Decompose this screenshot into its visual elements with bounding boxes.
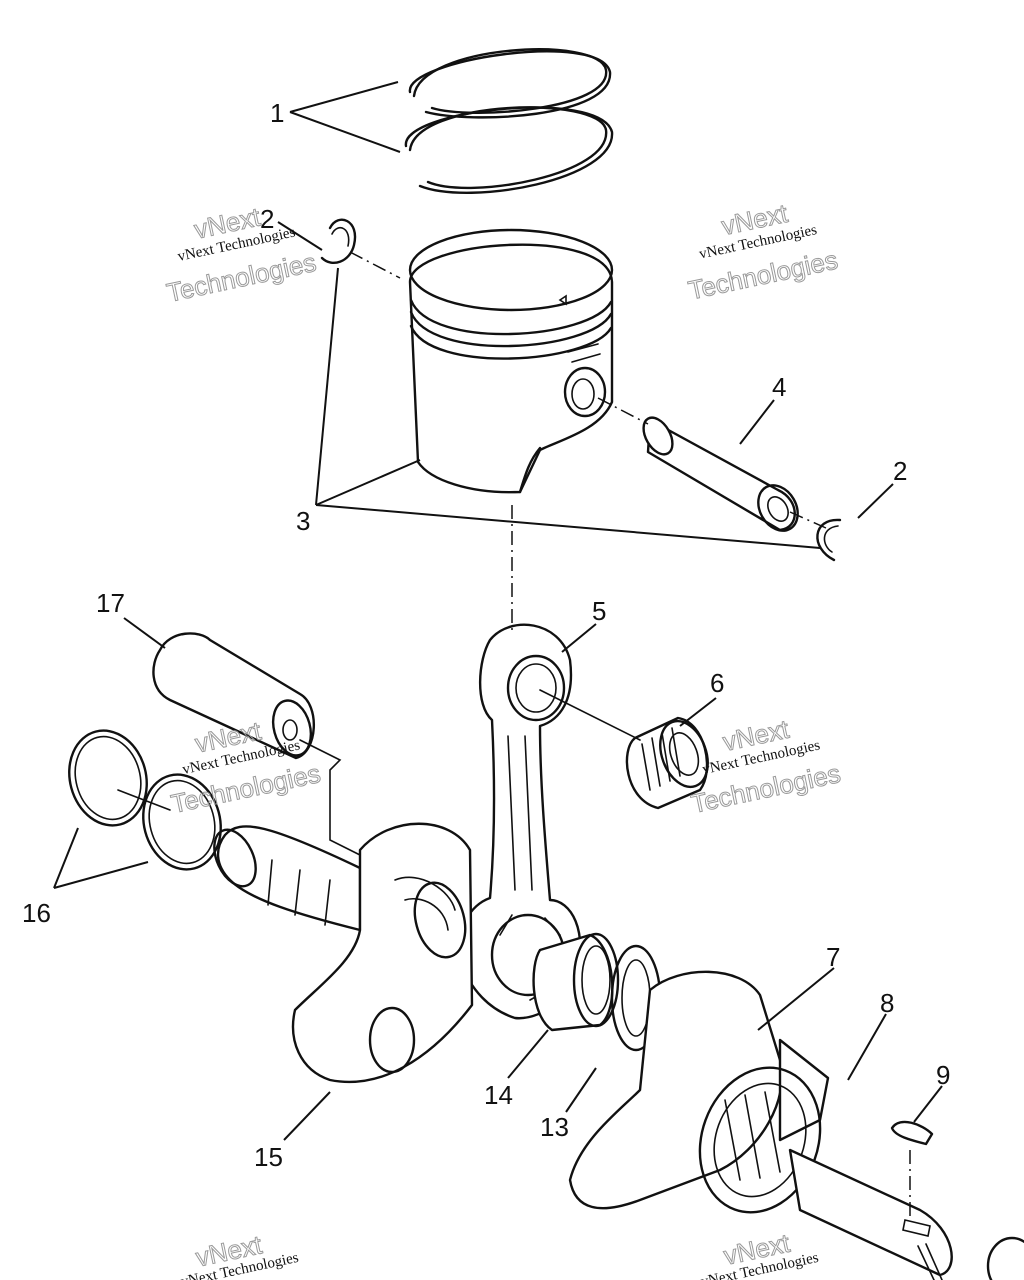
callout-6: 6 (710, 668, 724, 698)
leader-lines (53, 81, 943, 1141)
callout-13: 13 (540, 1112, 569, 1142)
callout-14: 14 (484, 1080, 513, 1110)
callout-1: 1 (270, 98, 284, 128)
watermark-mid-right: vNext vNext Technologies Technologies (688, 713, 844, 819)
callout-7: 7 (826, 942, 840, 972)
centerlines (117, 251, 911, 1220)
crankshaft-left (213, 822, 474, 1084)
piston-rings (404, 48, 614, 194)
callout-16: 16 (22, 898, 51, 928)
callout-8: 8 (880, 988, 894, 1018)
o-rings (68, 729, 222, 871)
crank-pin (152, 632, 315, 760)
needle-bearing (625, 716, 709, 810)
crankshaft-right (568, 970, 953, 1280)
washer-edge (986, 1236, 1024, 1280)
callout-3: 3 (296, 506, 310, 536)
callout-2-left: 2 (260, 204, 274, 234)
circlip-right (816, 518, 842, 562)
callout-2-right: 2 (893, 456, 907, 486)
callout-4: 4 (772, 372, 786, 402)
callout-17: 17 (96, 588, 125, 618)
watermark-bottom-left: vNext vNext Technologies (179, 1229, 300, 1280)
callout-15: 15 (254, 1142, 283, 1172)
callout-9: 9 (936, 1060, 950, 1090)
wrist-pin (642, 416, 799, 532)
watermark-top-left: vNext vNext Technologies Technologies (164, 201, 320, 308)
callout-5: 5 (592, 596, 606, 626)
piston (408, 228, 614, 494)
circlip-left (320, 218, 357, 264)
watermark-bottom-right: vNext vNext Technologies (699, 1227, 820, 1280)
watermark-top-right: vNext vNext Technologies Technologies (685, 197, 841, 306)
crank-bearings (532, 932, 662, 1052)
callout-labels: 1 2 2 3 4 5 6 7 8 9 13 14 15 16 17 (22, 98, 950, 1172)
woodruff-key (890, 1120, 934, 1146)
